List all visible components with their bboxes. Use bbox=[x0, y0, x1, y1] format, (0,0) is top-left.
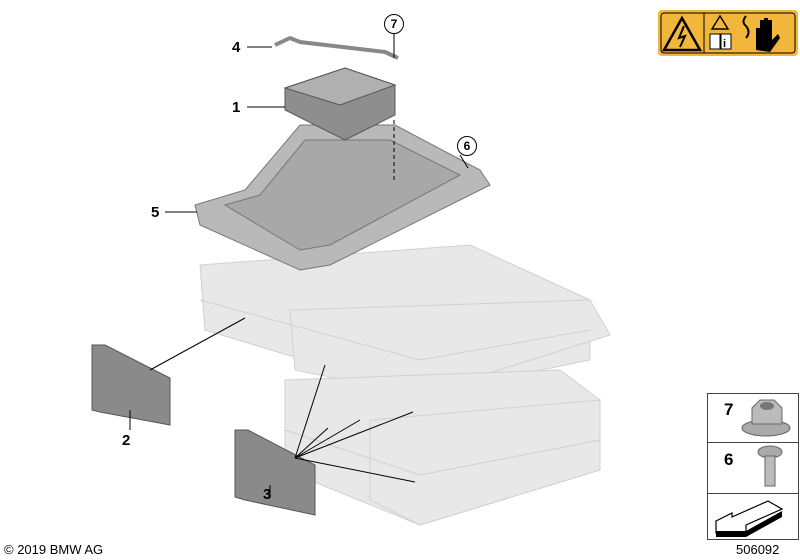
legend-row-arrow bbox=[708, 493, 798, 539]
control-unit bbox=[283, 67, 397, 141]
battery-modules bbox=[199, 244, 611, 526]
legend-row-screw: 6 bbox=[708, 442, 798, 494]
read-manual-icon: i bbox=[709, 14, 732, 50]
high-voltage-warning-label: i bbox=[658, 10, 798, 56]
cover-part-3 bbox=[234, 429, 316, 516]
cover-part-2 bbox=[91, 344, 171, 426]
legend-number: 6 bbox=[724, 450, 734, 469]
callout-1: 1 bbox=[232, 99, 241, 116]
cover-plate bbox=[194, 124, 491, 271]
no-touch-icon bbox=[742, 15, 780, 52]
high-voltage-icon bbox=[661, 15, 703, 52]
legend-number: 7 bbox=[724, 400, 734, 419]
callout-5: 5 bbox=[151, 204, 160, 221]
leader-lines bbox=[129, 34, 469, 495]
diagram-id: 506092 bbox=[736, 542, 780, 557]
callout-3: 3 bbox=[263, 486, 272, 503]
hardware-legend: 7 6 bbox=[707, 393, 799, 540]
direction-arrow-icon bbox=[715, 500, 784, 537]
svg-text:i: i bbox=[723, 38, 726, 50]
bracket bbox=[274, 35, 399, 60]
callout-6: 6 bbox=[457, 136, 477, 156]
copyright-text: © 2019 BMW AG bbox=[4, 542, 104, 557]
flange-nut-icon bbox=[741, 399, 791, 437]
legend-row-nut: 7 bbox=[708, 394, 798, 443]
screw-icon bbox=[757, 445, 783, 487]
callout-7: 7 bbox=[384, 14, 404, 34]
callout-4: 4 bbox=[232, 39, 241, 56]
callout-2: 2 bbox=[122, 432, 131, 449]
